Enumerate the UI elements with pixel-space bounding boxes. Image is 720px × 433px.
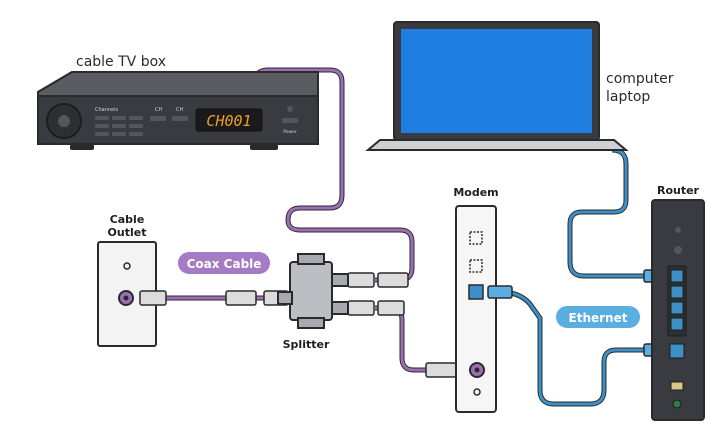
laptop-label-line2: laptop [606,89,650,105]
tv-box-display [195,108,263,132]
splitter-label: Splitter [283,338,330,351]
tv-box-display-text: CH001 [206,112,251,130]
router-usb-icon [670,381,684,391]
tv-box-channels-label: Channels [95,107,119,113]
cable-outlet-label-line1: Cable [110,213,145,226]
laptop-label-line1: computer [606,71,674,87]
cable-tv-box: Channels CH CH CH001 Power [37,71,319,150]
router-wan-port-icon [669,343,685,359]
cable-tv-box-label: cable TV box [76,54,166,70]
modem [455,205,497,413]
ethernet-pill [556,306,640,328]
cable-outlet-label-line2: Outlet [108,226,147,239]
router-power-icon [672,399,682,409]
router-button-icon [674,246,682,254]
router [651,199,705,421]
router-led-icon [675,227,681,233]
splitter [277,253,349,329]
channel-buttons [95,116,188,136]
laptop-screen [401,29,592,133]
tv-box-ch-label: CH [155,107,162,113]
outlet-screw-icon [123,262,131,270]
laptop [365,21,629,151]
tv-box-power-label: Power [283,129,297,135]
power-icon [287,106,293,112]
coax-cable-tv-inner [253,68,414,282]
coax-cable-label: Coax Cable [187,257,262,271]
router-lan-ports-icon [670,269,684,331]
modem-port-icon [469,231,483,245]
modem-port-icon-2 [469,259,483,273]
modem-ethernet-port-icon [468,284,484,300]
router-label: Router [657,184,700,197]
cable-outlet [97,241,157,347]
tv-box-ch2-label: CH [176,107,183,113]
ethernet-label: Ethernet [569,311,628,325]
coax-cable-pill [178,252,270,274]
modem-label: Modem [453,186,498,199]
